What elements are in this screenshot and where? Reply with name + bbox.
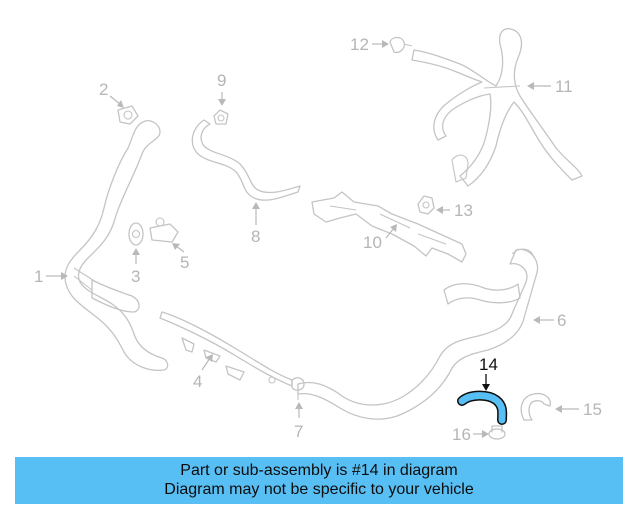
callout-1-label: 1	[34, 267, 43, 286]
callout-10: 10	[363, 224, 397, 252]
callout-15-label: 15	[583, 400, 602, 419]
callout-6: 6	[533, 311, 566, 330]
callout-5: 5	[172, 243, 189, 272]
callout-3-label: 3	[131, 267, 140, 286]
banner-line-1: Part or sub-assembly is #14 in diagram	[180, 462, 458, 479]
part-16-grommet[interactable]	[488, 425, 506, 440]
callout-11: 11	[527, 77, 573, 96]
part-13-nut[interactable]	[417, 195, 435, 215]
callout-9-label: 9	[217, 71, 226, 90]
callout-13: 13	[436, 201, 473, 220]
callout-14-label: 14	[479, 355, 498, 374]
part-1-hose[interactable]	[64, 120, 169, 372]
callout-7-label: 7	[294, 422, 303, 441]
callout-11-label: 11	[555, 77, 573, 96]
callout-14: 14	[479, 355, 498, 391]
callout-15: 15	[555, 400, 602, 419]
part-5-fitting[interactable]	[149, 217, 179, 243]
part-11-hose[interactable]	[411, 28, 583, 187]
callout-8-label: 8	[251, 227, 260, 246]
part-15-hose[interactable]	[520, 392, 551, 421]
callout-13-label: 13	[454, 201, 473, 220]
part-4-pipe[interactable]	[159, 311, 293, 387]
part-12-clamp[interactable]	[389, 36, 413, 54]
callout-9: 9	[217, 71, 226, 106]
callout-12: 12	[350, 35, 389, 54]
callout-5-label: 5	[180, 253, 189, 272]
part-10-bracket[interactable]	[311, 191, 467, 263]
callout-8: 8	[251, 202, 260, 246]
callout-3: 3	[131, 248, 140, 286]
part-6-hose[interactable]	[297, 248, 539, 420]
callout-4: 4	[193, 354, 213, 391]
part-3-gasket[interactable]	[128, 222, 144, 246]
callout-1: 1	[34, 267, 68, 286]
callout-2-label: 2	[99, 80, 108, 99]
part-8-hose[interactable]	[191, 119, 301, 201]
part-9-clip[interactable]	[213, 109, 229, 125]
callout-16: 16	[452, 425, 489, 444]
banner-line-2: Diagram may not be specific to your vehi…	[164, 481, 474, 498]
part-7-clamp[interactable]	[291, 377, 305, 400]
callout-2: 2	[99, 80, 124, 108]
callout-6-label: 6	[557, 311, 566, 330]
part-2-clip[interactable]	[117, 105, 139, 125]
callout-10-label: 10	[363, 233, 382, 252]
callout-7: 7	[294, 402, 303, 441]
part-14-hose[interactable]	[457, 390, 508, 425]
info-banner: Part or sub-assembly is #14 in diagram D…	[15, 457, 623, 504]
parts-diagram: 1 2 3 4 5	[34, 28, 602, 444]
callout-16-label: 16	[452, 425, 471, 444]
callout-12-label: 12	[350, 35, 369, 54]
callout-4-label: 4	[193, 372, 202, 391]
